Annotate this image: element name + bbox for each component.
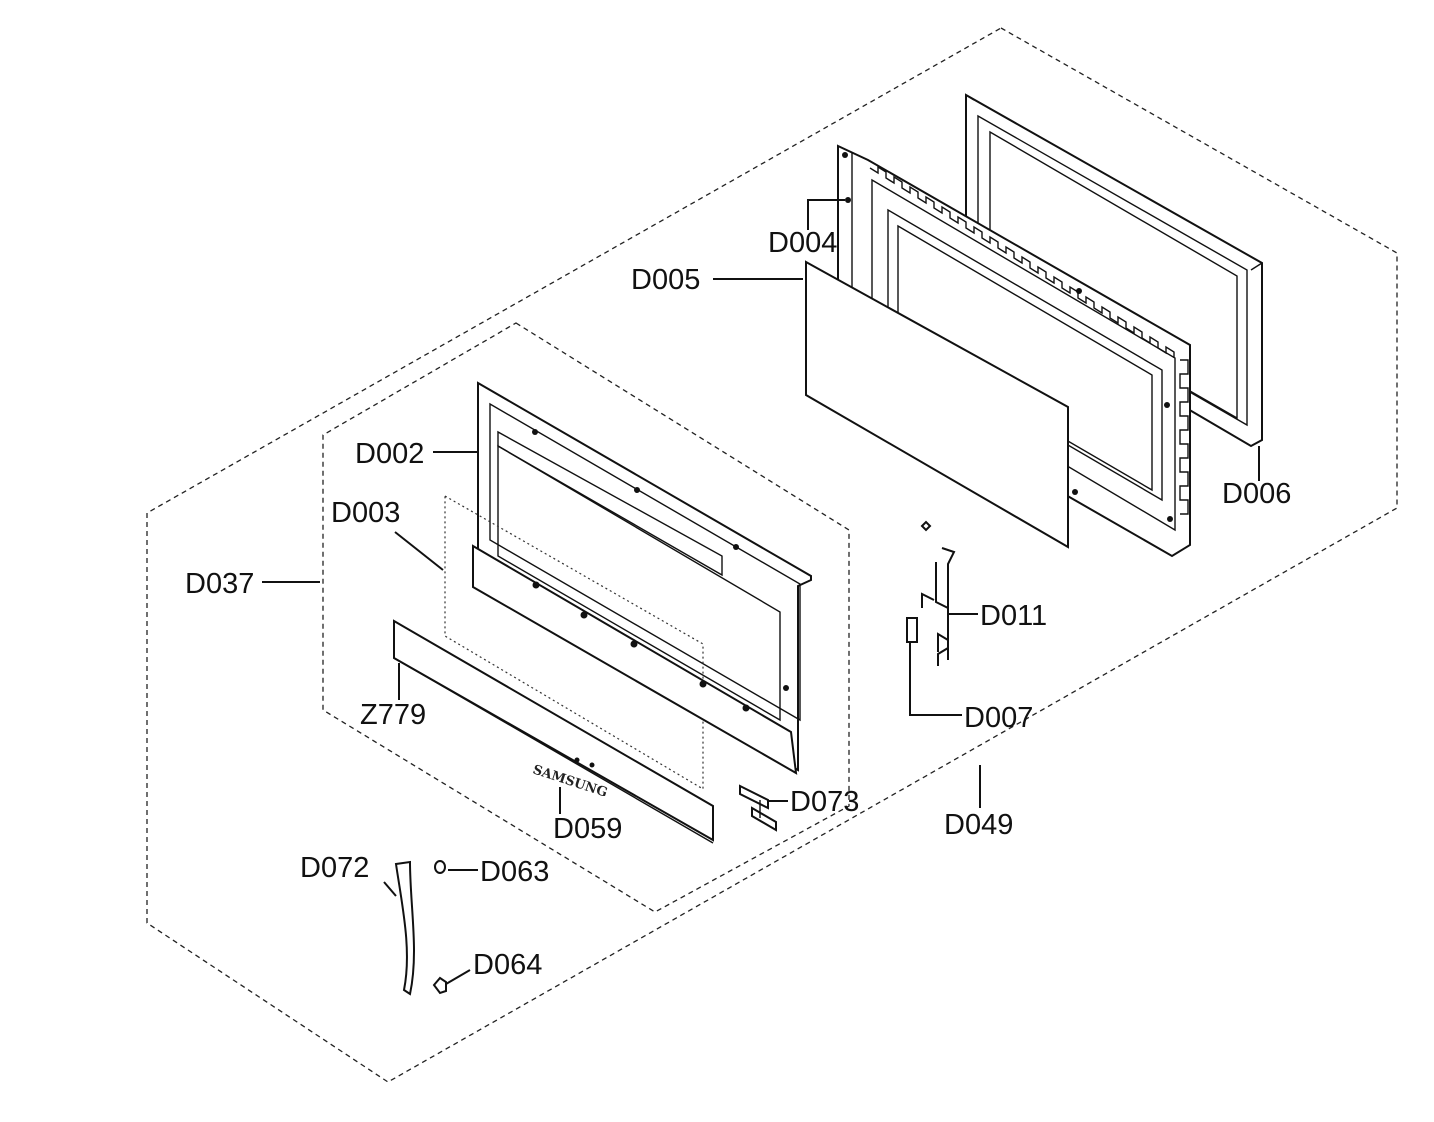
label-d007: D007 (964, 702, 1033, 734)
cap-d064 (432, 976, 447, 995)
glass-panel-d005 (805, 260, 1069, 549)
label-d003: D003 (331, 497, 400, 529)
cap-d063 (434, 860, 446, 874)
label-d073: D073 (790, 786, 859, 818)
label-d072: D072 (300, 852, 369, 884)
inner-assembly-boundary (322, 322, 850, 913)
label-z779: Z779 (360, 699, 426, 731)
latch-hook-d011 (906, 520, 956, 666)
label-d011: D011 (980, 600, 1047, 632)
label-d002: D002 (355, 438, 424, 470)
door-lower-strip (472, 544, 798, 775)
label-d063: D063 (480, 856, 549, 888)
label-d059: D059 (553, 813, 622, 845)
label-d006: D006 (1222, 478, 1291, 510)
leader-d072 (383, 881, 397, 897)
label-d049: D049 (944, 809, 1013, 841)
label-d064: D064 (473, 949, 542, 981)
door-frame-d004 (837, 144, 1191, 558)
label-d004: D004 (768, 227, 837, 259)
leader-d004 (807, 199, 845, 230)
leader-d064 (445, 969, 471, 985)
label-d005: D005 (631, 264, 700, 296)
handle-d072 (394, 860, 415, 996)
clip-d073 (739, 784, 777, 832)
label-d037: D037 (185, 568, 254, 600)
leader-d003 (394, 531, 444, 571)
leader-d007 (909, 642, 962, 716)
front-trim-panel-d059 (393, 619, 714, 844)
